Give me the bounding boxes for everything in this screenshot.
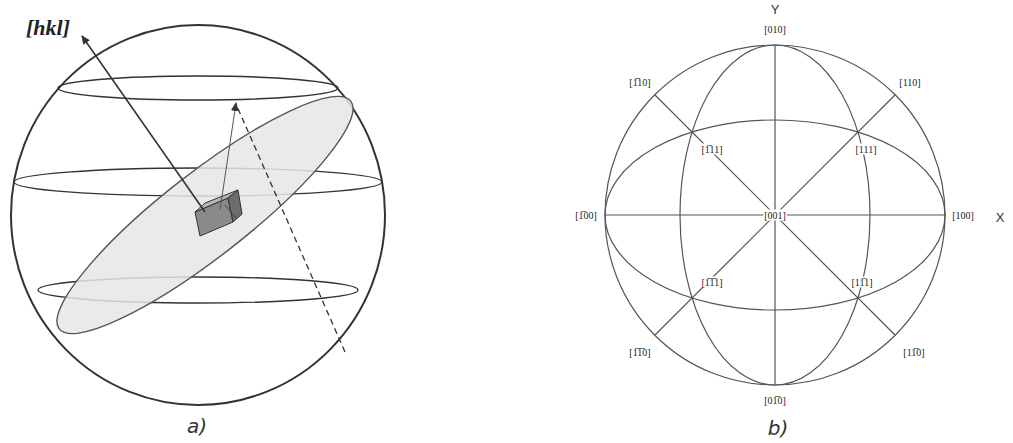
pole-label: [1̅00] xyxy=(574,210,598,221)
crystal-block xyxy=(195,190,242,236)
pole-label: [110] xyxy=(898,77,921,88)
pole-label: [010] xyxy=(763,24,787,35)
pole-label: [111] xyxy=(855,144,878,155)
pole-label: [1̅1̅0] xyxy=(628,347,651,358)
direction-label: [hkl] xyxy=(25,16,71,40)
panel-label: b) xyxy=(767,417,790,439)
pole-label: [001] xyxy=(763,210,787,221)
pole-label: [11̅1] xyxy=(851,277,874,288)
pole-label: [1̅1̅1] xyxy=(701,277,724,288)
pole-label: [01̅0] xyxy=(763,395,787,406)
axis-label: X xyxy=(995,211,1006,225)
pole-label: [100] xyxy=(951,210,975,221)
axis-label: Y xyxy=(770,3,781,17)
pole-label: [11̅0] xyxy=(902,347,925,358)
pole-label: [1̅10] xyxy=(628,77,651,88)
pole-label: [1̅11] xyxy=(701,144,724,155)
panel-label: a) xyxy=(186,415,208,437)
